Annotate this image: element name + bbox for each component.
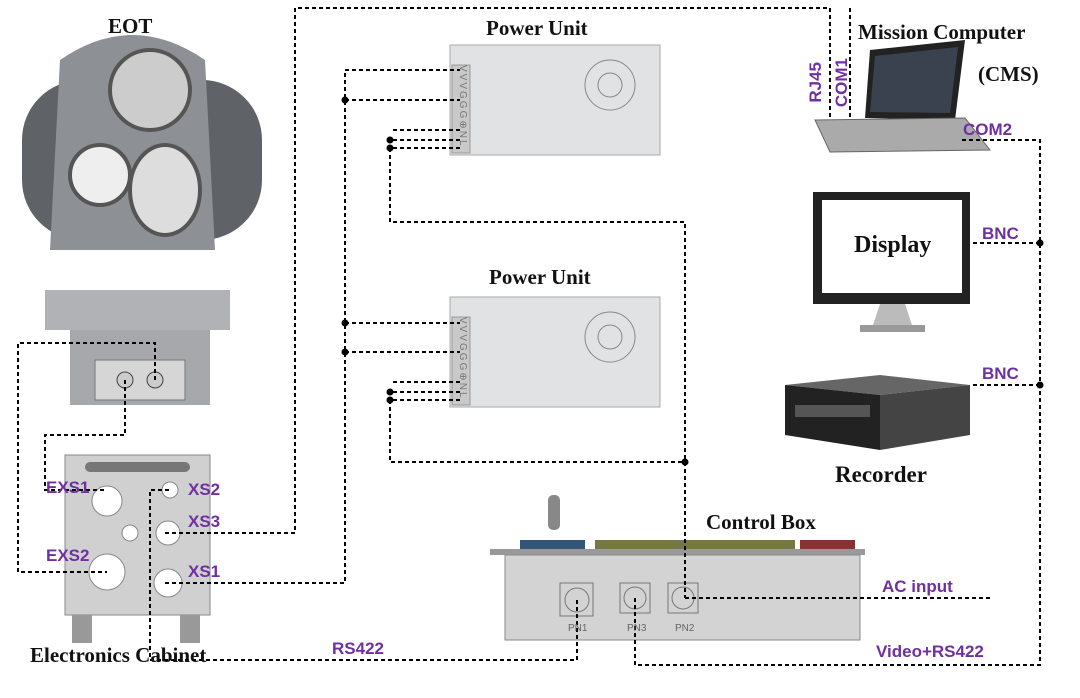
com1-label: COM1 [832,58,851,108]
cable-exs1 [44,380,126,491]
cable-power1-ac [389,129,686,598]
pn1-label: PN1 [568,623,588,634]
power-unit-2-device [449,296,661,408]
xs1-label: XS1 [188,562,221,581]
video-rs422-label: Video+RS422 [876,642,984,661]
control-box-label: Control Box [706,510,816,534]
power-unit-2-terminals: VVVGGG⊕NL [457,317,468,400]
mission-computer-device [814,40,992,153]
mission-computer-label: Mission Computer [858,20,1026,44]
pn2-label: PN2 [675,623,695,634]
exs2-label: EXS2 [46,546,90,565]
pn3-label: PN3 [627,623,647,634]
eot-device [22,35,262,405]
power-unit-1-device [449,44,661,156]
cms-label: (CMS) [978,62,1039,86]
cable-xs3-rj45 [165,7,831,534]
display-device [813,192,970,332]
power-unit-1-terminals: VVVGGG⊕NL [457,65,468,148]
display-label: Display [854,232,932,258]
eot-label: EOT [108,14,153,38]
xs3-label: XS3 [188,512,221,531]
power-unit-1-label: Power Unit [486,16,588,40]
recorder-label: Recorder [835,462,927,487]
junction-dots [341,96,1044,466]
cable-power2-ac [389,381,685,463]
power-unit-2-label: Power Unit [489,265,591,289]
cable-video-rs422 [634,139,1041,666]
bnc-display-label: BNC [982,224,1019,243]
bnc-recorder-label: BNC [982,364,1019,383]
cable-rs422 [149,489,578,661]
rs422-label: RS422 [332,639,384,658]
rj45-label: RJ45 [806,62,825,103]
com2-label: COM2 [963,120,1013,139]
cable-exs2 [17,342,156,573]
xs2-label: XS2 [188,480,221,499]
recorder-device [785,375,970,450]
exs1-label: EXS1 [46,478,90,497]
ac-input-label: AC input [882,577,953,596]
electronics-cabinet-label: Electronics Cabinet [30,643,207,667]
